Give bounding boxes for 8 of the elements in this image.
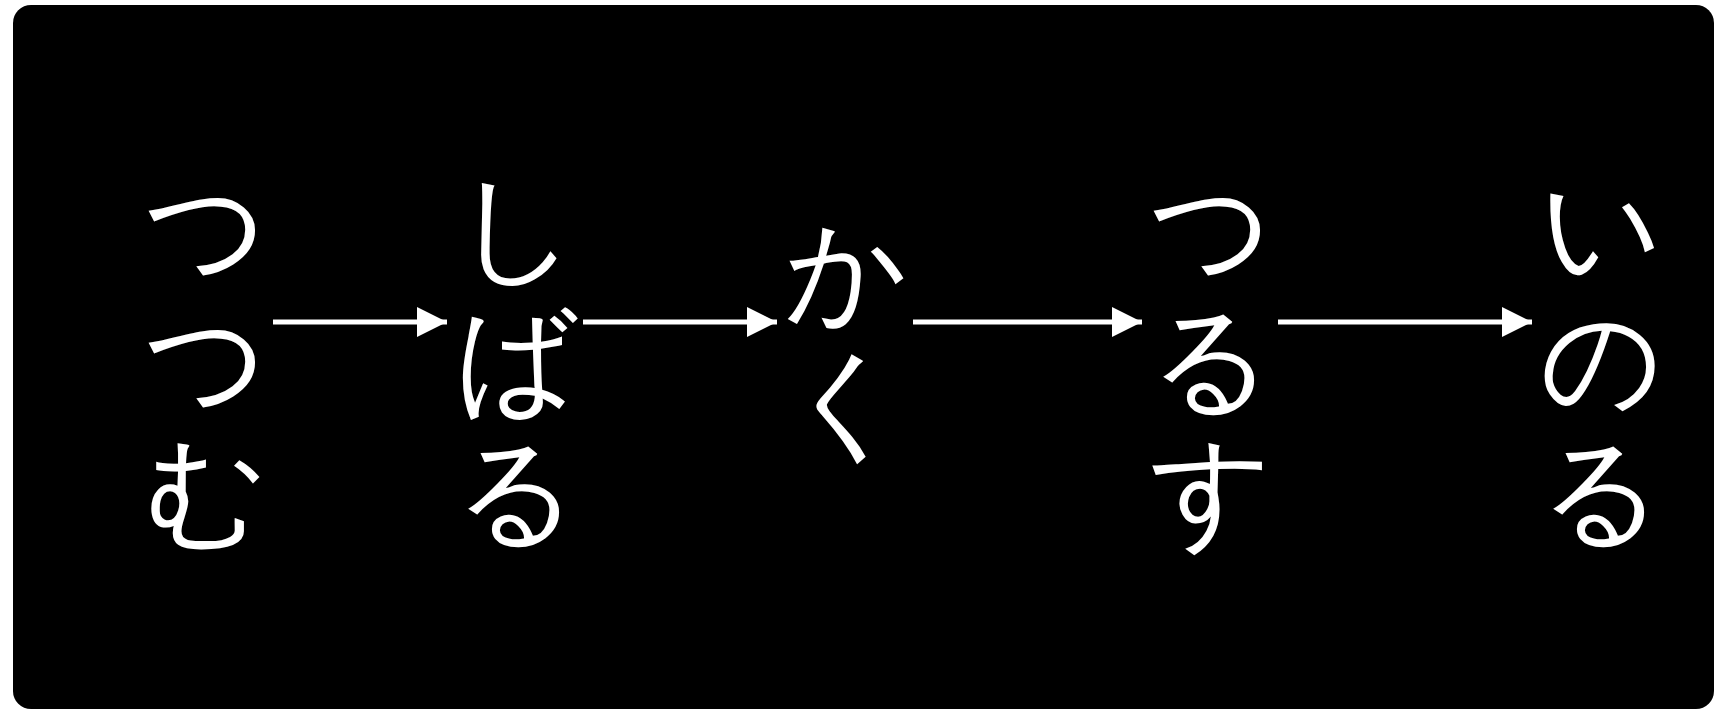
vertical-text: いのる [1540, 162, 1660, 558]
vertical-text: つるす [1150, 162, 1270, 558]
vertical-text: つつむ [145, 162, 265, 558]
arrow [583, 307, 777, 337]
vertical-text: かく [785, 205, 905, 469]
arrow [273, 307, 447, 337]
arrow [913, 307, 1142, 337]
arrow [1278, 307, 1532, 337]
